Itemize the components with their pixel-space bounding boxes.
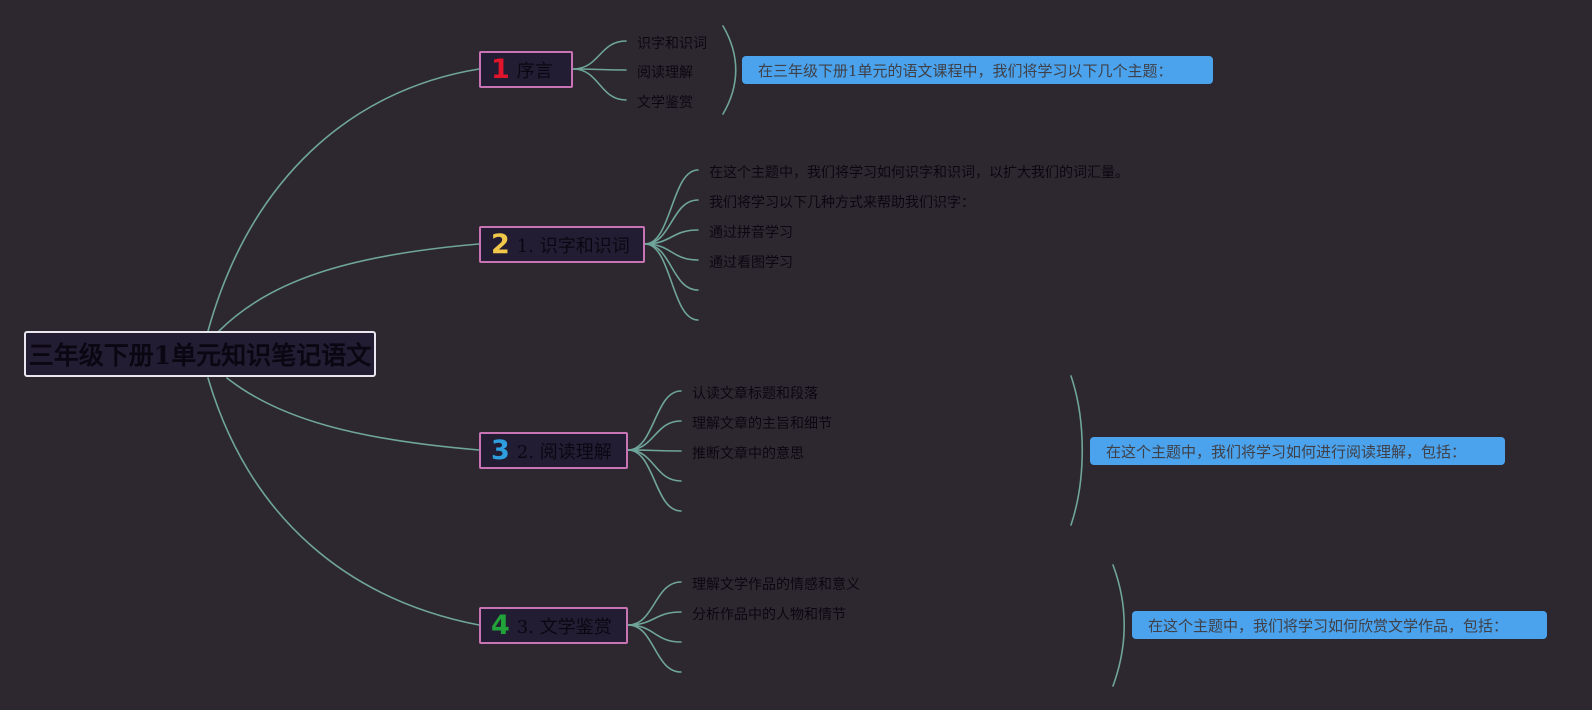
leaf-node[interactable]: 识字和识词 xyxy=(637,36,707,52)
summary-bracket-3 xyxy=(1070,375,1083,526)
topic-1-branch-1 xyxy=(572,40,627,70)
note-callout[interactable]: 在三年级下册1单元的语文课程中，我们将学习以下几个主题： xyxy=(742,56,1213,84)
topic-label: 2. 阅读理解 xyxy=(516,441,612,463)
number-four-icon: 4 xyxy=(491,610,510,641)
topic-4-branch-3 xyxy=(627,624,682,643)
topic-3-branch-4 xyxy=(627,449,682,482)
note-callout[interactable]: 在这个主题中，我们将学习如何进行阅读理解，包括： xyxy=(1090,437,1505,465)
note-text: 在这个主题中，我们将学习如何进行阅读理解，包括： xyxy=(1106,442,1467,461)
leaf-node[interactable]: 理解文章的主旨和细节 xyxy=(692,416,832,432)
root-topic-title: 三年级下册1单元知识笔记语文 xyxy=(28,341,372,370)
topic-node-literacy[interactable]: 2 1. 识字和识词 xyxy=(479,226,645,263)
summary-bracket-4 xyxy=(1112,564,1126,687)
topic-node-reading[interactable]: 3 2. 阅读理解 xyxy=(479,432,628,469)
leaf-node[interactable]: 推断文章中的意思 xyxy=(692,446,804,462)
topic-node-literature[interactable]: 4 3. 文学鉴赏 xyxy=(479,607,628,644)
topic-label: 1. 识字和识词 xyxy=(516,235,630,257)
root-to-topic-4-line xyxy=(207,377,480,626)
leaf-node[interactable]: 通过看图学习 xyxy=(709,255,793,271)
note-text: 在这个主题中，我们将学习如何欣赏文学作品，包括： xyxy=(1148,616,1509,635)
number-three-icon: 3 xyxy=(491,435,510,466)
topic-4-branch-4 xyxy=(627,624,682,673)
topic-2-branch-1 xyxy=(644,169,699,245)
root-to-topic-1-line xyxy=(207,68,480,332)
topic-3-branch-2 xyxy=(627,420,682,451)
summary-bracket-1 xyxy=(722,25,737,115)
topic-label: 序言 xyxy=(516,60,553,82)
number-one-icon: 1 xyxy=(491,54,510,85)
number-two-icon: 2 xyxy=(491,229,510,260)
root-to-topic-3-line xyxy=(226,377,480,451)
note-callout[interactable]: 在这个主题中，我们将学习如何欣赏文学作品，包括： xyxy=(1132,611,1547,639)
topic-4-branch-1 xyxy=(627,581,682,626)
leaf-node[interactable]: 通过拼音学习 xyxy=(709,225,793,241)
topic-node-preface[interactable]: 1 序言 xyxy=(479,51,573,88)
leaf-node[interactable]: 文学鉴赏 xyxy=(637,95,693,111)
topic-label: 3. 文学鉴赏 xyxy=(516,616,612,638)
topic-3-branch-5 xyxy=(627,449,682,512)
leaf-node[interactable]: 我们将学习以下几种方式来帮助我们识字： xyxy=(709,195,975,211)
topic-3-branch-1 xyxy=(627,390,682,451)
root-topic[interactable]: 三年级下册1单元知识笔记语文 xyxy=(24,331,376,377)
leaf-node[interactable]: 分析作品中的人物和情节 xyxy=(692,607,846,623)
topic-1-branch-3 xyxy=(572,68,627,101)
root-to-topic-2-line xyxy=(218,243,480,332)
topic-2-branch-6 xyxy=(644,243,699,321)
note-text: 在三年级下册1单元的语文课程中，我们将学习以下几个主题： xyxy=(758,61,1173,80)
leaf-node[interactable]: 阅读理解 xyxy=(637,65,693,81)
topic-2-branch-2 xyxy=(644,199,699,245)
leaf-node[interactable]: 理解文学作品的情感和意义 xyxy=(692,577,860,593)
leaf-node[interactable]: 在这个主题中，我们将学习如何识字和识词，以扩大我们的词汇量。 xyxy=(709,165,1129,181)
leaf-node[interactable]: 认读文章标题和段落 xyxy=(692,386,818,402)
